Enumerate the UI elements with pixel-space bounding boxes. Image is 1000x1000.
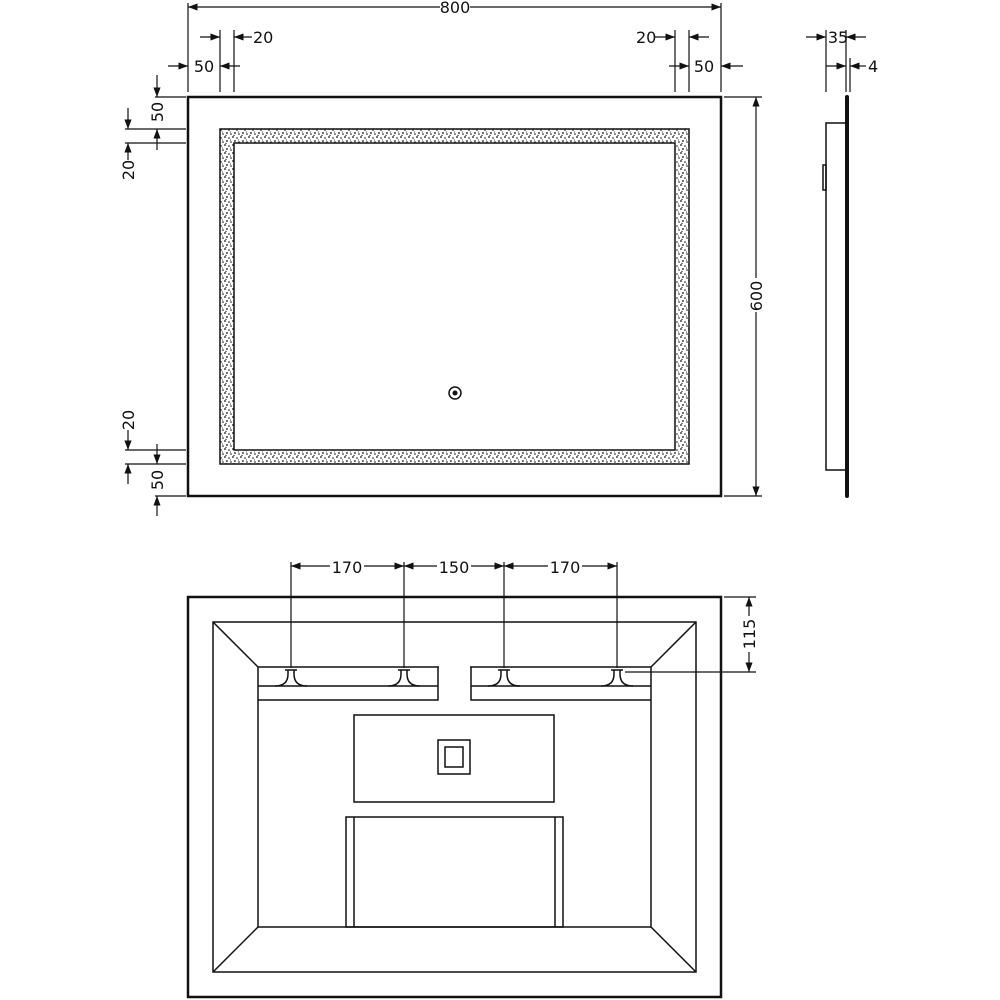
mirror-outline: [186, 95, 723, 498]
hanging-rail: [258, 664, 651, 701]
hook-icon: [387, 669, 421, 687]
hook-icon: [487, 669, 521, 687]
dim-right-border: 50: [694, 57, 714, 76]
dim-glass-thickness: 4: [868, 57, 878, 76]
back-panel: [257, 666, 652, 928]
dim-left-led: 20: [253, 28, 273, 47]
dim-right-led: 20: [636, 28, 656, 47]
touch-sensor-dot: [452, 390, 458, 396]
touch-sensor-icon: [448, 386, 462, 400]
dim-top-led: 20: [119, 160, 138, 180]
switch-inner: [444, 746, 464, 768]
switch-outer: [437, 739, 471, 775]
led-strip: [219, 128, 690, 465]
dim-hook-spacing-middle: 150: [439, 558, 470, 577]
dim-left-border: 50: [194, 57, 214, 76]
dim-top-border: 50: [148, 102, 167, 122]
front-dimensions: 800 50 20 20 50 50 20 20 50 600: [119, 0, 766, 516]
side-frame: [825, 122, 847, 471]
dim-depth: 35: [828, 28, 848, 47]
back-view: [186, 595, 723, 999]
control-box: [353, 714, 555, 803]
back-dimensions: 170 150 170 115: [290, 558, 759, 673]
dim-bottom-border: 50: [148, 470, 167, 490]
driver-box: [345, 816, 564, 928]
hanging-hooks: [274, 669, 634, 687]
dim-hook-spacing-left: 170: [332, 558, 363, 577]
dim-overall-height: 600: [747, 281, 766, 312]
front-view: [186, 95, 723, 498]
back-outline: [186, 595, 723, 999]
dim-bottom-led: 20: [119, 410, 138, 430]
side-tab: [822, 164, 827, 191]
dim-overall-width: 800: [440, 0, 471, 17]
hook-icon: [274, 669, 308, 687]
dim-hook-spacing-right: 170: [550, 558, 581, 577]
side-view: 35 4: [806, 28, 878, 498]
hook-icon: [600, 669, 634, 687]
dim-hook-from-top: 115: [740, 619, 759, 650]
